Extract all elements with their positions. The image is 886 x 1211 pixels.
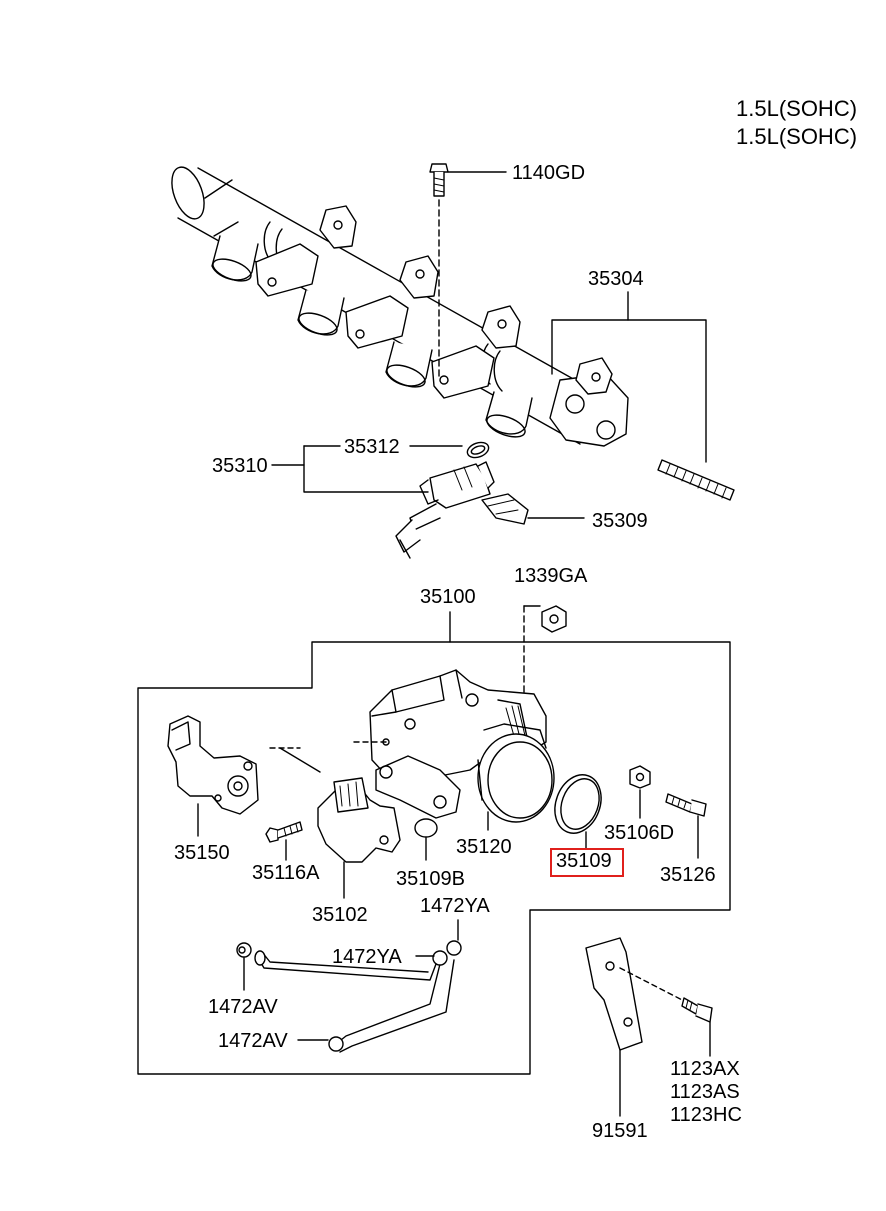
highlight-box-35109 — [550, 848, 624, 877]
fuel-injector-icon — [395, 461, 495, 559]
part-label-35116a[interactable]: 35116A — [252, 862, 320, 884]
part-label-35109b[interactable]: 35109B — [396, 868, 465, 890]
part-label-35312[interactable]: 35312 — [344, 436, 400, 458]
engine-spec-line-2: 1.5L(SOHC) — [736, 124, 858, 149]
part-label-35150[interactable]: 35150 — [174, 842, 230, 864]
nut-1339ga-icon — [523, 605, 567, 701]
bracket-91591-icon — [585, 937, 691, 1117]
plug-35109b-icon — [414, 818, 438, 861]
gasket-35109-icon — [554, 774, 602, 849]
part-label-35100[interactable]: 35100 — [420, 586, 476, 608]
o-ring-35312-icon — [466, 441, 490, 459]
part-label-1472av-lower[interactable]: 1472AV — [218, 1030, 288, 1052]
part-label-35106d[interactable]: 35106D — [604, 822, 675, 844]
nut-35106d-icon — [629, 765, 651, 819]
part-label-35309[interactable]: 35309 — [592, 510, 648, 532]
bolt-35126-icon — [665, 793, 707, 859]
part-label-35120[interactable]: 35120 — [456, 836, 512, 858]
part-label-1339ga[interactable]: 1339GA — [514, 565, 588, 587]
part-label-1140gd[interactable]: 1140GD — [512, 162, 586, 184]
bolt-1123ax-icon — [681, 997, 713, 1057]
part-label-1123hc[interactable]: 1123HC — [670, 1104, 742, 1126]
part-label-1472ya-mid[interactable]: 1472YA — [332, 946, 402, 968]
stud-bolt-icon — [657, 459, 735, 501]
hose-assembly-icon — [236, 919, 462, 1053]
part-label-35126[interactable]: 35126 — [660, 864, 716, 886]
sensor-35150-icon — [167, 715, 259, 837]
idle-actuator-35102-icon — [317, 777, 401, 899]
part-label-35310[interactable]: 35310 — [212, 455, 268, 477]
part-label-1472ya-top[interactable]: 1472YA — [420, 895, 490, 917]
clip-35309-icon — [481, 493, 585, 525]
bolt-1140gd-icon — [429, 163, 507, 377]
engine-spec-line-1: 1.5L(SOHC) — [736, 96, 858, 121]
throttle-body-35120-icon — [269, 669, 555, 823]
part-label-1123ax[interactable]: 1123AX — [670, 1058, 740, 1080]
screw-35116a-icon — [265, 821, 303, 861]
part-label-1123as[interactable]: 1123AS — [670, 1081, 740, 1103]
fuel-rail — [171, 166, 629, 447]
part-label-35109[interactable]: 35109 — [556, 850, 612, 872]
part-label-35102[interactable]: 35102 — [312, 904, 368, 926]
leader-35304 — [551, 319, 707, 463]
part-label-91591[interactable]: 91591 — [592, 1120, 648, 1142]
part-label-35304[interactable]: 35304 — [588, 268, 644, 290]
throttle-body-group-frame — [137, 611, 731, 1075]
part-label-1472av-upper[interactable]: 1472AV — [208, 996, 278, 1018]
